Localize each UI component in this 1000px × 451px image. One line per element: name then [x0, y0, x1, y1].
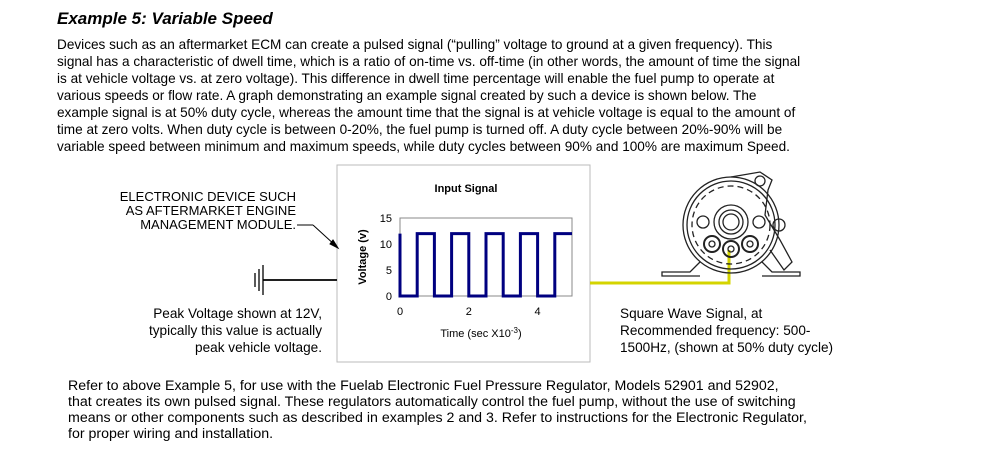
- text-line: variable speed between minimum and maxim…: [57, 139, 790, 154]
- y-tick-label: 0: [386, 291, 392, 303]
- text-line: signal has a characteristic of dwell tim…: [57, 54, 801, 69]
- x-axis-label: Time (sec X10-3): [440, 326, 521, 340]
- text-line: Devices such as an aftermarket ECM can c…: [57, 37, 773, 52]
- x-tick-label: 4: [535, 306, 541, 318]
- text-line: time at zero volts. When duty cycle is b…: [57, 122, 783, 137]
- y-tick-label: 15: [380, 213, 392, 225]
- leader-arrow: [297, 224, 340, 250]
- x-axis-label-exponent: -3: [511, 326, 519, 335]
- y-tick-label: 10: [380, 239, 392, 251]
- square-wave-label: Square Wave Signal, at Recommended frequ…: [620, 305, 900, 356]
- signal-series-line: [398, 232, 572, 298]
- x-axis-label-end: ): [518, 328, 522, 340]
- signal-wire: [590, 250, 731, 285]
- fuel-pump-icon: [661, 171, 801, 277]
- peak-voltage-label: Peak Voltage shown at 12V, typically thi…: [100, 305, 322, 356]
- text-line: is at vehicle voltage vs. at zero voltag…: [57, 71, 775, 86]
- text-line: for proper wiring and installation.: [68, 426, 274, 442]
- label-line: peak vehicle voltage.: [195, 340, 322, 355]
- x-axis-label-text: Time (sec X10: [440, 328, 511, 340]
- label-line: Recommended frequency: 500-: [620, 323, 811, 338]
- x-tick-label: 2: [466, 306, 472, 318]
- input-signal-chart: Input Signal 0 5 10 15 0 2 4 Voltage (v) Time…: [357, 183, 573, 340]
- chart-frame: [336, 164, 591, 363]
- text-line: means or other components such as descri…: [68, 410, 807, 426]
- text-line: that creates its own pulsed signal. Thes…: [68, 394, 796, 410]
- y-axis-label: Voltage (v): [357, 229, 369, 285]
- label-line: Square Wave Signal, at: [620, 306, 763, 321]
- label-line: ELECTRONIC DEVICE SUCH: [119, 189, 296, 204]
- ground-icon: [254, 265, 337, 295]
- text-line: Refer to above Example 5, for use with t…: [68, 378, 779, 394]
- device-label: ELECTRONIC DEVICE SUCH AS AFTERMARKET EN…: [110, 190, 296, 232]
- text-line: example signal is at 50% duty cycle, whe…: [57, 105, 796, 120]
- intro-paragraph: Devices such as an aftermarket ECM can c…: [57, 36, 992, 155]
- label-line: 1500Hz, (shown at 50% duty cycle): [620, 340, 834, 355]
- label-line: MANAGEMENT MODULE.: [140, 217, 296, 232]
- x-tick-label: 0: [397, 306, 403, 318]
- text-line: various speeds or flow rate. A graph dem…: [57, 88, 757, 103]
- label-line: Peak Voltage shown at 12V,: [153, 306, 322, 321]
- y-tick-label: 5: [386, 265, 392, 277]
- section-heading: Example 5: Variable Speed: [57, 9, 273, 28]
- closing-paragraph: Refer to above Example 5, for use with t…: [68, 378, 968, 442]
- label-line: typically this value is actually: [148, 323, 322, 338]
- chart-title: Input Signal: [435, 183, 498, 195]
- label-line: AS AFTERMARKET ENGINE: [125, 203, 296, 218]
